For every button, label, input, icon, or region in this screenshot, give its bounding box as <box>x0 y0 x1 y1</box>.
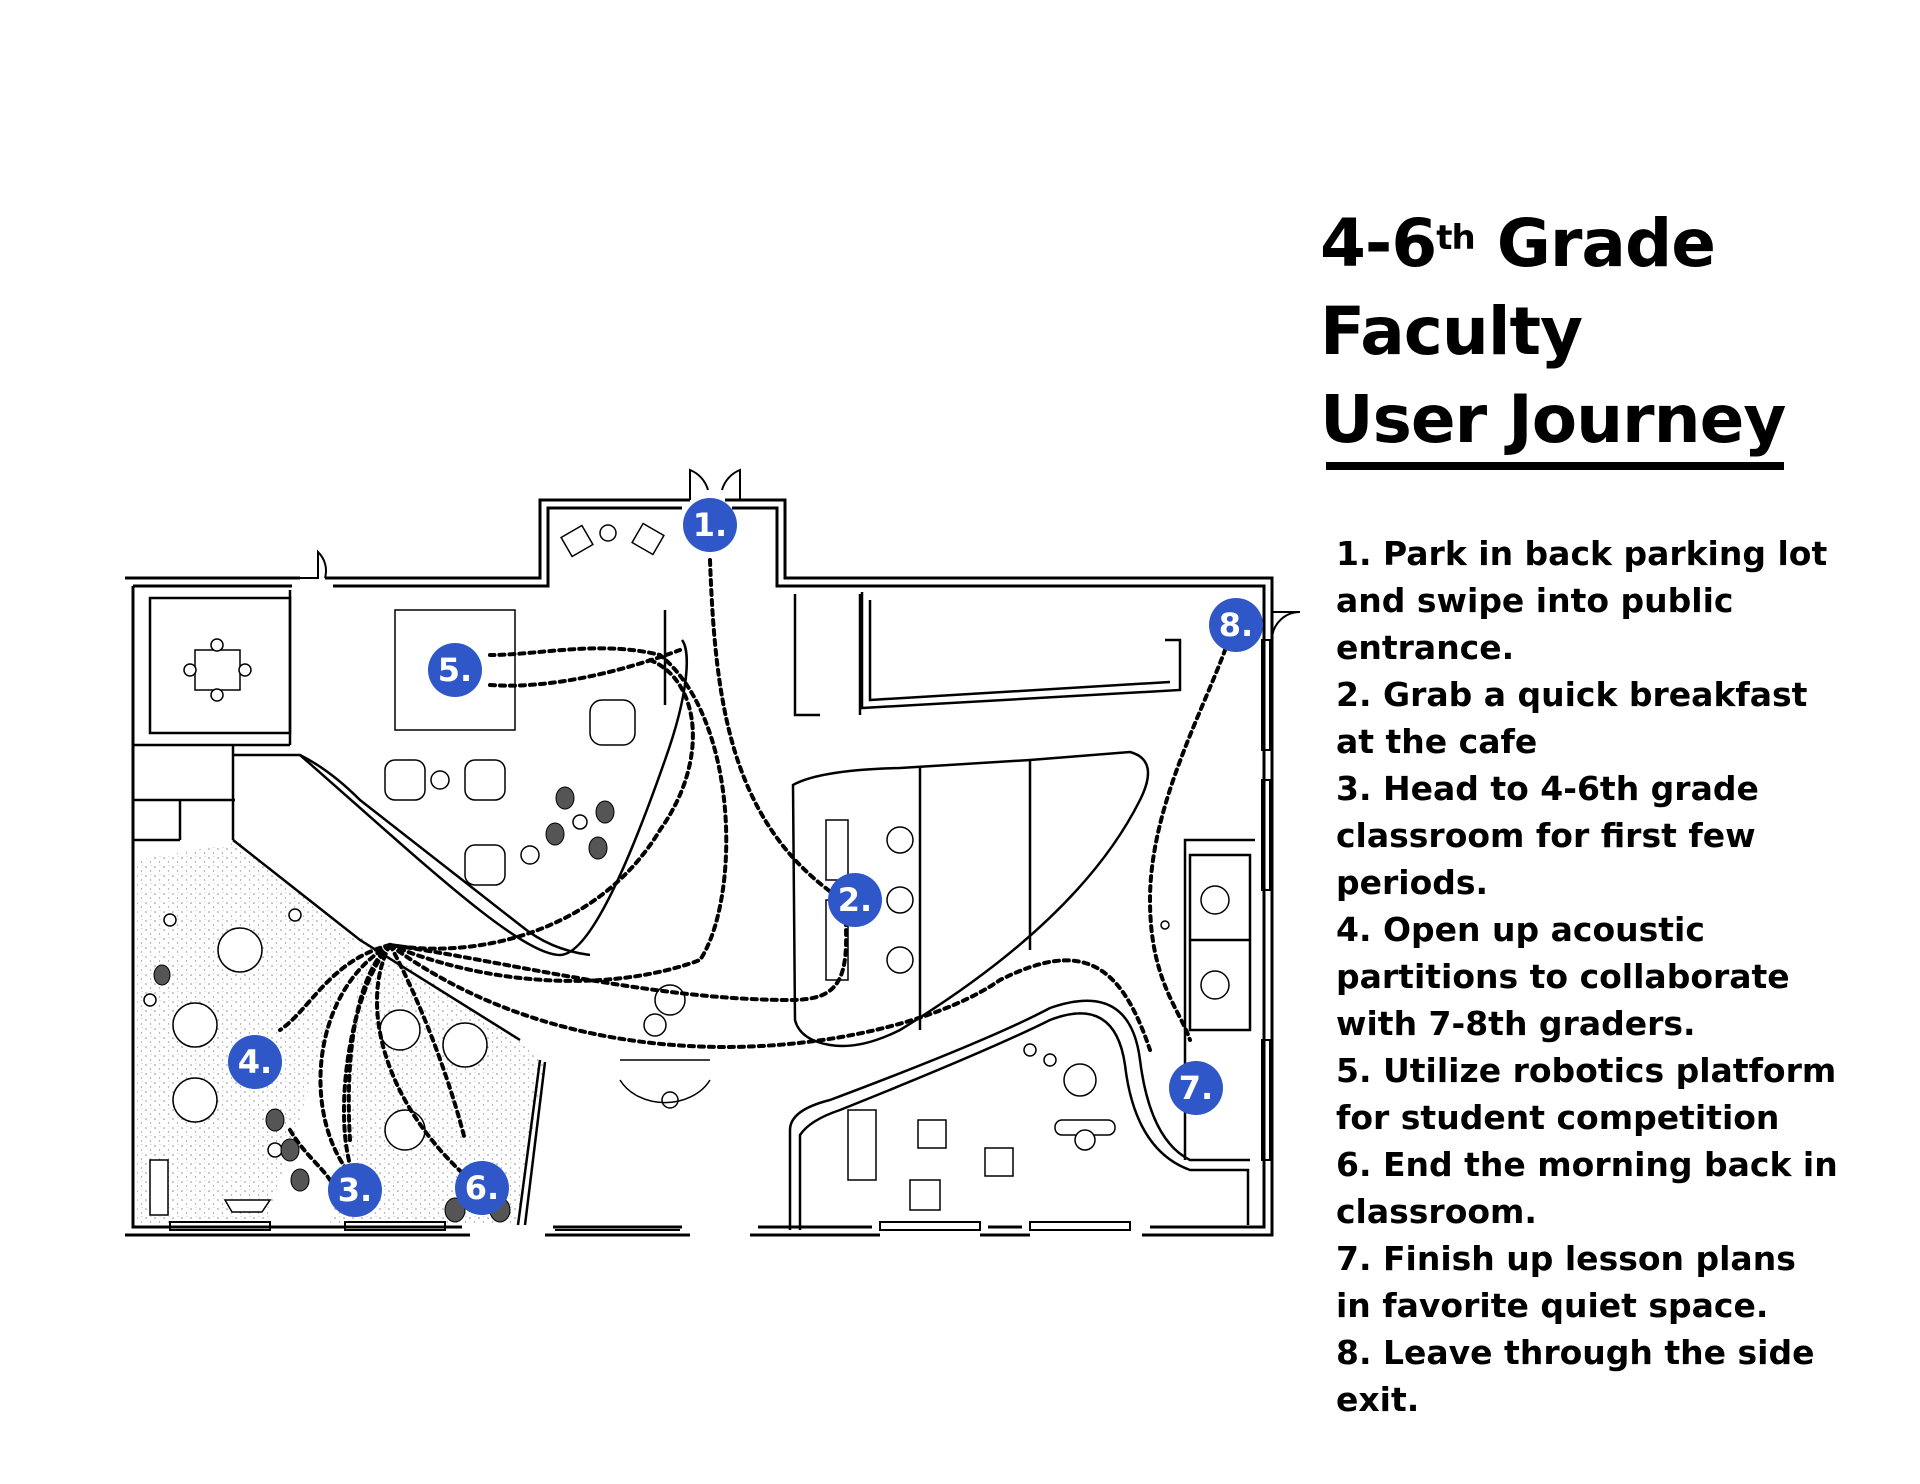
title-block: 4-6th Grade Faculty User Journey <box>1320 200 1790 470</box>
svg-text:6.: 6. <box>465 1169 499 1207</box>
title-line-1: 4-6th Grade <box>1320 205 1716 282</box>
svg-text:2.: 2. <box>838 881 872 919</box>
windows <box>169 639 1271 1231</box>
marker-4: 4. <box>228 1035 282 1089</box>
marker-7: 7. <box>1169 1061 1223 1115</box>
title-underline <box>1326 462 1784 470</box>
svg-text:1.: 1. <box>693 506 727 544</box>
step-4: 4. Open up acoustic partitions to collab… <box>1336 910 1790 1043</box>
step-3: 3. Head to 4-6th grade classroom for fir… <box>1336 769 1759 902</box>
marker-5: 5. <box>428 643 482 697</box>
interior-walls <box>133 590 1255 1230</box>
marker-3: 3. <box>328 1163 382 1217</box>
furniture <box>143 522 1230 1216</box>
svg-text:3.: 3. <box>338 1171 372 1209</box>
title-line-3: User Journey <box>1320 381 1786 458</box>
marker-1: 1. <box>683 498 737 552</box>
step-8: 8. Leave through the side exit. <box>1336 1333 1815 1419</box>
marker-2: 2. <box>828 873 882 927</box>
svg-text:4.: 4. <box>238 1043 272 1081</box>
marker-8: 8. <box>1209 598 1263 652</box>
svg-text:7.: 7. <box>1179 1069 1213 1107</box>
svg-text:8.: 8. <box>1219 606 1253 644</box>
speckled-flooring <box>137 842 545 1225</box>
exterior-walls <box>125 498 1274 1237</box>
title-line-2: Faculty <box>1320 293 1583 370</box>
journey-paths <box>278 558 1234 1182</box>
dark-seats <box>153 786 615 1223</box>
step-5: 5. Utilize robotics platform for student… <box>1336 1051 1837 1137</box>
entrance-door <box>300 468 1301 639</box>
marker-6: 6. <box>455 1161 509 1215</box>
step-1: 1. Park in back parking lot and swipe in… <box>1336 534 1828 667</box>
svg-text:5.: 5. <box>438 651 472 689</box>
journey-steps: 1. Park in back parking lot and swipe in… <box>1336 530 1896 1423</box>
step-2: 2. Grab a quick breakfast at the cafe <box>1336 675 1808 761</box>
step-6: 6. End the morning back in classroom. <box>1336 1145 1838 1231</box>
journey-markers: 1. 2. 3. 4. 5. 6. 7. 8. <box>228 498 1263 1217</box>
step-7: 7. Finish up lesson plans in favorite qu… <box>1336 1239 1796 1325</box>
